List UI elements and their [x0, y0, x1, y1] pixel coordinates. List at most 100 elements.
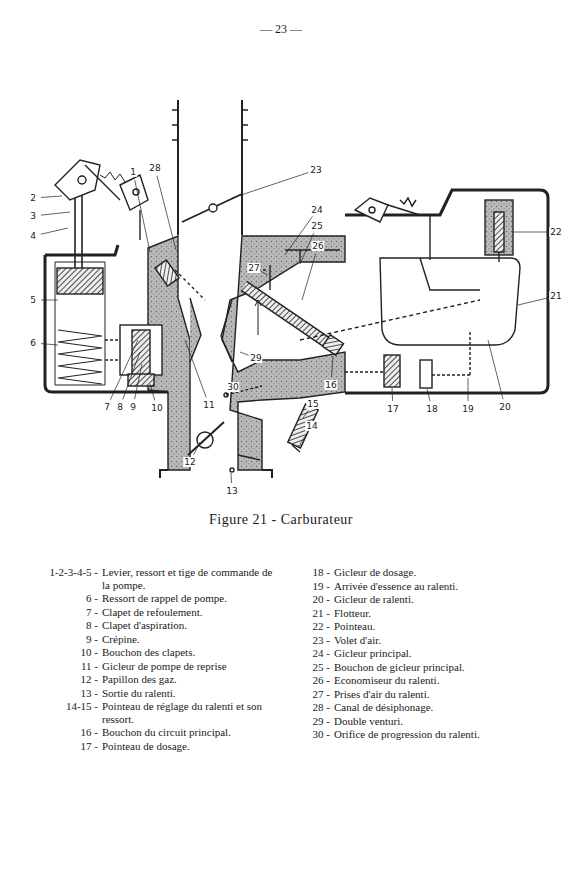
callout-number: 7: [103, 402, 111, 412]
leader-line: [232, 173, 308, 198]
callout-number: 3: [29, 211, 37, 221]
part-number: 10 -: [32, 646, 98, 659]
callout-number: 17: [386, 404, 399, 414]
part-description: Gicleur de pompe de reprise: [102, 660, 282, 673]
part-number: 7 -: [32, 606, 98, 619]
page-number: — 23 —: [260, 22, 302, 37]
part-description: Papillon des gaz.: [102, 673, 282, 686]
leader-line: [518, 298, 548, 305]
part-description: Volet d'air.: [334, 634, 562, 647]
callout-number: 25: [310, 221, 323, 231]
part-number: 9 -: [32, 633, 98, 646]
leader-line: [488, 340, 503, 399]
part-description: Gicleur principal.: [334, 647, 562, 660]
leader-line: [427, 389, 430, 401]
leader-line: [41, 344, 58, 345]
leader-line: [513, 232, 548, 233]
leader-line: [302, 254, 316, 300]
part-number: 21 -: [300, 607, 330, 620]
leader-line: [231, 473, 233, 483]
part-number: 8 -: [32, 619, 98, 632]
callout-number: 20: [498, 402, 511, 412]
part-description: Pointeau de dosage.: [102, 740, 282, 753]
body-outline: [45, 100, 548, 478]
part-description: Levier, ressort et tige de commande de l…: [102, 566, 282, 591]
leader-line: [261, 272, 268, 275]
part-description: Pointeau.: [334, 620, 562, 633]
callout-number: 14: [305, 421, 318, 431]
leader-line: [135, 180, 150, 252]
callout-number: 10: [150, 403, 163, 413]
part-description: Economiseur du ralenti.: [334, 674, 562, 687]
part-description: Flotteur.: [334, 607, 562, 620]
part-description: Crépine.: [102, 633, 282, 646]
leader-lines: [41, 173, 548, 483]
callout-number: 26: [311, 241, 324, 251]
part-description: Ressort de rappel de pompe.: [102, 592, 282, 605]
part-number: 14-15 -: [32, 700, 98, 725]
callout-number: 4: [29, 231, 37, 241]
leader-line: [392, 388, 394, 401]
part-description: Bouchon du circuit principal.: [102, 726, 282, 739]
part-number: 19 -: [300, 580, 330, 593]
part-number: 24 -: [300, 647, 330, 660]
part-description: Sortie du ralenti.: [102, 687, 282, 700]
callout-number: 23: [309, 165, 322, 175]
part-number: 12 -: [32, 673, 98, 686]
part-number: 6 -: [32, 592, 98, 605]
part-number: 25 -: [300, 661, 330, 674]
callout-number: 21: [549, 291, 562, 301]
part-number: 1-2-3-4-5 -: [32, 566, 98, 591]
leader-line: [240, 352, 249, 355]
callout-number: 2: [29, 193, 37, 203]
leader-line: [185, 340, 206, 397]
part-number: 27 -: [300, 688, 330, 701]
part-description: Prises d'air du ralenti.: [334, 688, 562, 701]
callout-number: 30: [226, 382, 239, 392]
callout-number: 12: [183, 457, 196, 467]
callout-number: 29: [249, 353, 262, 363]
parts-list: 18 -Gicleur de dosage.19 -Arrivée d'esse…: [300, 566, 562, 741]
part-description: Canal de désiphonage.: [334, 701, 562, 714]
callout-number: 27: [247, 263, 260, 273]
leader-line: [41, 196, 62, 197]
leader-line: [157, 176, 176, 250]
part-number: 20 -: [300, 593, 330, 606]
part-description: Bouchon de gicleur principal.: [334, 661, 562, 674]
part-number: 13 -: [32, 687, 98, 700]
part-number: 29 -: [300, 715, 330, 728]
part-number: 17 -: [32, 740, 98, 753]
leader-line: [41, 212, 70, 215]
callout-number: 1: [129, 167, 137, 177]
part-number: 22 -: [300, 620, 330, 633]
part-description: Clapet de refoulement.: [102, 606, 282, 619]
callout-number: 22: [549, 227, 562, 237]
figure-caption: Figure 21 - Carburateur: [209, 512, 353, 528]
part-number: 28 -: [300, 701, 330, 714]
leader-line: [135, 364, 142, 399]
leader-line: [41, 300, 58, 301]
part-description: Orifice de progression du ralenti.: [334, 728, 562, 741]
leader-line: [468, 378, 469, 401]
leader-line: [227, 393, 229, 395]
callout-number: 13: [225, 486, 238, 496]
callout-number: 11: [202, 400, 215, 410]
leader-line: [194, 442, 200, 455]
callout-number: 6: [29, 338, 37, 348]
part-number: 11 -: [32, 660, 98, 673]
part-number: 18 -: [300, 566, 330, 579]
leader-line: [41, 228, 68, 234]
leader-line: [123, 352, 140, 399]
callout-number: 9: [129, 402, 137, 412]
part-number: 16 -: [32, 726, 98, 739]
leader-line: [285, 217, 312, 255]
part-description: Pointeau de réglage du ralenti et son re…: [102, 700, 282, 725]
part-number: 26 -: [300, 674, 330, 687]
part-description: Gicleur de ralenti.: [334, 593, 562, 606]
part-description: Clapet d'aspiration.: [102, 619, 282, 632]
callout-number: 15: [306, 399, 319, 409]
part-description: Double venturi.: [334, 715, 562, 728]
leader-line: [303, 411, 308, 418]
callout-number: 5: [29, 295, 37, 305]
